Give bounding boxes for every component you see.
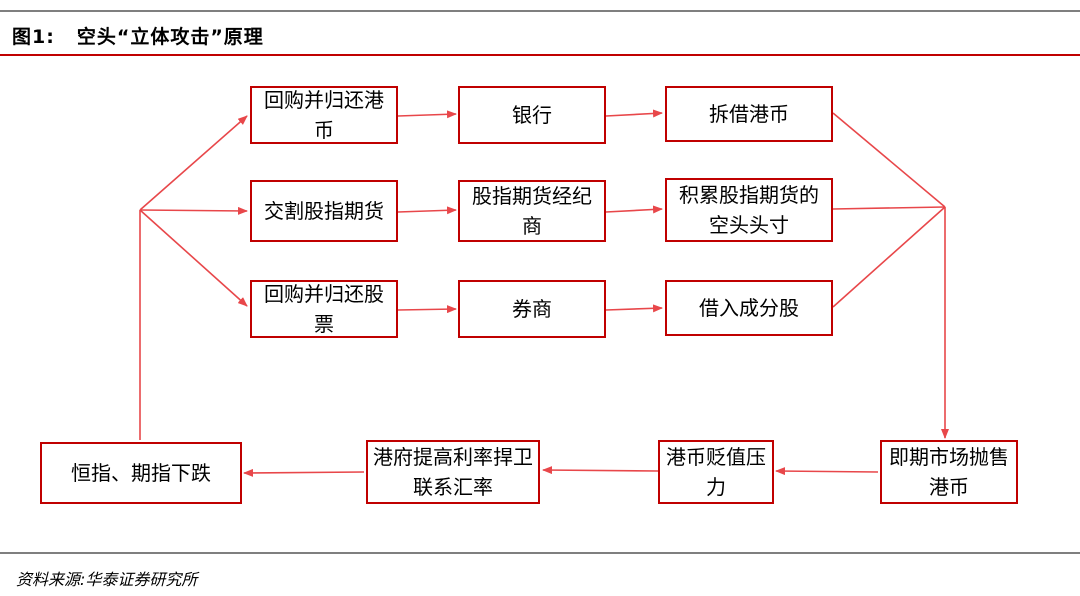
figure-number: 图1: — [12, 26, 55, 48]
node-borrow-stock-label: 借入成分股 — [699, 296, 799, 320]
arrow-to-buyback-hkd — [139, 115, 248, 211]
title-rule — [0, 54, 1080, 56]
node-buyback-stock-label: 回购并归还股票 — [264, 282, 384, 336]
node-buyback-hkd: 回购并归还港币 — [250, 86, 398, 144]
figure-title-text: 空头“立体攻击”原理 — [76, 26, 264, 48]
arrow-row2-a — [397, 206, 457, 215]
arrow-to-buyback-stock — [139, 209, 248, 307]
arrow-merge-row2 — [832, 206, 946, 210]
node-securities-dealer-label: 券商 — [512, 297, 552, 321]
node-bank: 银行 — [458, 86, 606, 144]
node-borrow-hkd: 拆借港币 — [665, 86, 833, 142]
node-accumulate-short: 积累股指期货的空头头寸 — [665, 178, 833, 242]
arrow-to-deliver-futures — [139, 206, 248, 215]
node-spot-sell-hkd: 即期市场抛售港币 — [880, 440, 1018, 504]
node-accumulate-short-label: 积累股指期货的空头头寸 — [679, 183, 819, 237]
arrow-bottom-1 — [775, 467, 879, 476]
node-deliver-futures-label: 交割股指期货 — [264, 199, 384, 223]
bottom-rule — [0, 552, 1080, 554]
node-buyback-stock: 回购并归还股票 — [250, 280, 398, 338]
node-futures-broker: 股指期货经纪商 — [458, 180, 606, 242]
source-note: 资料来源:华泰证券研究所 — [16, 570, 198, 589]
arrow-bottom-3 — [243, 468, 365, 477]
arrow-bottom-2 — [542, 466, 659, 475]
arrow-row1-b — [605, 109, 663, 118]
node-deliver-futures: 交割股指期货 — [250, 180, 398, 242]
node-hkma-raise-rate: 港府提高利率捍卫联系汇率 — [366, 440, 540, 504]
node-securities-dealer: 券商 — [458, 280, 606, 338]
node-index-fall-label: 恒指、期指下跌 — [71, 461, 211, 485]
node-borrow-hkd-label: 拆借港币 — [709, 102, 789, 126]
node-buyback-hkd-label: 回购并归还港币 — [264, 88, 384, 142]
arrow-merge-row1 — [832, 112, 946, 208]
node-borrow-stock: 借入成分股 — [665, 280, 833, 336]
node-bank-label: 银行 — [512, 103, 552, 127]
node-spot-sell-hkd-label: 即期市场抛售港币 — [889, 445, 1009, 499]
node-index-fall: 恒指、期指下跌 — [40, 442, 242, 504]
node-hkma-raise-rate-label: 港府提高利率捍卫联系汇率 — [373, 445, 533, 499]
arrow-row2-b — [605, 205, 663, 214]
arrow-row3-b — [605, 304, 663, 313]
node-hkd-devaluation: 港币贬值压力 — [658, 440, 774, 504]
node-hkd-devaluation-label: 港币贬值压力 — [666, 445, 766, 499]
arrow-row1-a — [397, 110, 457, 119]
arrow-merge-row3 — [832, 206, 946, 308]
figure-title: 图1: 空头“立体攻击”原理 — [12, 22, 264, 49]
node-futures-broker-label: 股指期货经纪商 — [472, 184, 592, 238]
top-rule — [0, 10, 1080, 12]
arrow-row3-a — [397, 305, 457, 314]
